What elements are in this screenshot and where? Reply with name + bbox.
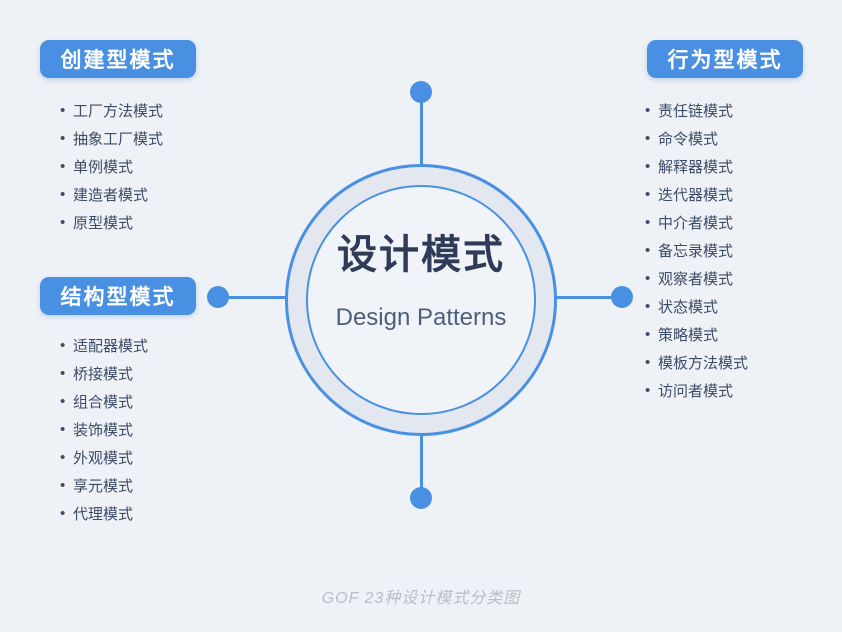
pattern-item: • 装饰模式 — [60, 415, 230, 443]
group-creational-list: • 工厂方法模式 • 抽象工厂模式 • 单例模式 • 建造者模式 • 原型模式 — [60, 96, 230, 236]
bullet-icon: • — [60, 336, 66, 354]
pattern-item-label: 解释器模式 — [658, 158, 734, 176]
bullet-icon: • — [645, 381, 651, 399]
pattern-item: • 观察者模式 — [645, 264, 837, 292]
pattern-item: • 单例模式 — [60, 152, 230, 180]
bullet-icon: • — [645, 129, 651, 147]
bullet-icon: • — [645, 213, 651, 231]
group-creational-header: 创建型模式 — [40, 40, 196, 78]
connector-dot-top — [410, 81, 432, 103]
connector-dot-right — [611, 286, 633, 308]
pattern-item-label: 享元模式 — [73, 477, 134, 495]
pattern-item: • 访问者模式 — [645, 376, 837, 404]
pattern-item: • 桥接模式 — [60, 359, 230, 387]
pattern-item: • 代理模式 — [60, 499, 230, 527]
connector-line-top — [420, 102, 423, 164]
pattern-item-label: 代理模式 — [73, 505, 134, 523]
bullet-icon: • — [645, 325, 651, 343]
pattern-item-label: 工厂方法模式 — [73, 102, 164, 120]
bullet-icon: • — [60, 364, 66, 382]
pattern-item: • 状态模式 — [645, 292, 837, 320]
bullet-icon: • — [60, 185, 66, 203]
bullet-icon: • — [60, 448, 66, 466]
pattern-item: • 建造者模式 — [60, 180, 230, 208]
bullet-icon: • — [60, 101, 66, 119]
pattern-item-label: 迭代器模式 — [658, 186, 734, 204]
pattern-item: • 解释器模式 — [645, 152, 837, 180]
connector-line-right — [556, 296, 612, 299]
pattern-item-label: 装饰模式 — [73, 421, 134, 439]
group-behavioral: 行为型模式 • 责任链模式 • 命令模式 • 解释器模式 • 迭代器模式 • 中介者模式 • 备忘录模… — [645, 40, 837, 404]
pattern-item-label: 访问者模式 — [658, 382, 734, 400]
bullet-icon: • — [60, 476, 66, 494]
hub-title: 设计模式 — [337, 233, 505, 277]
pattern-item-label: 观察者模式 — [658, 270, 734, 288]
pattern-item-label: 状态模式 — [658, 298, 719, 316]
pattern-item-label: 单例模式 — [73, 158, 134, 176]
pattern-item: • 工厂方法模式 — [60, 96, 230, 124]
pattern-item: • 命令模式 — [645, 124, 837, 152]
group-creational: 创建型模式 • 工厂方法模式 • 抽象工厂模式 • 单例模式 • 建造者模式 • 原型模式 — [40, 40, 230, 236]
pattern-item: • 适配器模式 — [60, 331, 230, 359]
bullet-icon: • — [645, 185, 651, 203]
pattern-item: • 享元模式 — [60, 471, 230, 499]
pattern-item: • 模板方法模式 — [645, 348, 837, 376]
hub-subtitle: Design Patterns — [335, 304, 507, 331]
pattern-item-label: 备忘录模式 — [658, 242, 734, 260]
pattern-item-label: 命令模式 — [658, 130, 719, 148]
bullet-icon: • — [645, 297, 651, 315]
pattern-item: • 外观模式 — [60, 443, 230, 471]
hub-inner-circle: 设计模式 Design Patterns — [306, 185, 536, 415]
pattern-item-label: 外观模式 — [73, 449, 134, 467]
bullet-icon: • — [60, 213, 66, 231]
hub-outer-ring: 设计模式 Design Patterns — [285, 164, 557, 436]
bullet-icon: • — [645, 101, 651, 119]
pattern-item-label: 模板方法模式 — [658, 354, 749, 372]
pattern-item: • 备忘录模式 — [645, 236, 837, 264]
group-structural-list: • 适配器模式 • 桥接模式 • 组合模式 • 装饰模式 • 外观模式 • 享元模式 • 代理模式 — [60, 331, 230, 527]
pattern-item-label: 原型模式 — [73, 214, 134, 232]
pattern-item: • 原型模式 — [60, 208, 230, 236]
bullet-icon: • — [60, 392, 66, 410]
bullet-icon: • — [645, 241, 651, 259]
connector-line-bottom — [420, 436, 423, 488]
pattern-item: • 迭代器模式 — [645, 180, 837, 208]
bullet-icon: • — [60, 157, 66, 175]
bullet-icon: • — [60, 504, 66, 522]
pattern-item: • 策略模式 — [645, 320, 837, 348]
pattern-item-label: 桥接模式 — [73, 365, 134, 383]
connector-dot-bottom — [410, 487, 432, 509]
bullet-icon: • — [60, 129, 66, 147]
pattern-item: • 抽象工厂模式 — [60, 124, 230, 152]
group-behavioral-list: • 责任链模式 • 命令模式 • 解释器模式 • 迭代器模式 • 中介者模式 • 备忘录模式 • 观察者模… — [645, 96, 837, 404]
pattern-item-label: 责任链模式 — [658, 102, 734, 120]
pattern-item-label: 建造者模式 — [73, 186, 149, 204]
bullet-icon: • — [645, 269, 651, 287]
connector-dot-left — [207, 286, 229, 308]
pattern-item: • 责任链模式 — [645, 96, 837, 124]
group-structural: 结构型模式 • 适配器模式 • 桥接模式 • 组合模式 • 装饰模式 • 外观模式 • 享元模式 • 代理… — [40, 277, 230, 527]
pattern-item-label: 适配器模式 — [73, 337, 149, 355]
diagram-caption: GOF 23种设计模式分类图 — [321, 590, 521, 607]
pattern-item-label: 组合模式 — [73, 393, 134, 411]
pattern-item-label: 抽象工厂模式 — [73, 130, 164, 148]
group-structural-header: 结构型模式 — [40, 277, 196, 315]
pattern-item: • 组合模式 — [60, 387, 230, 415]
bullet-icon: • — [645, 353, 651, 371]
pattern-item-label: 策略模式 — [658, 326, 719, 344]
bullet-icon: • — [60, 420, 66, 438]
bullet-icon: • — [645, 157, 651, 175]
connector-line-left — [228, 296, 286, 299]
pattern-item: • 中介者模式 — [645, 208, 837, 236]
pattern-item-label: 中介者模式 — [658, 214, 734, 232]
group-behavioral-header: 行为型模式 — [647, 40, 803, 78]
